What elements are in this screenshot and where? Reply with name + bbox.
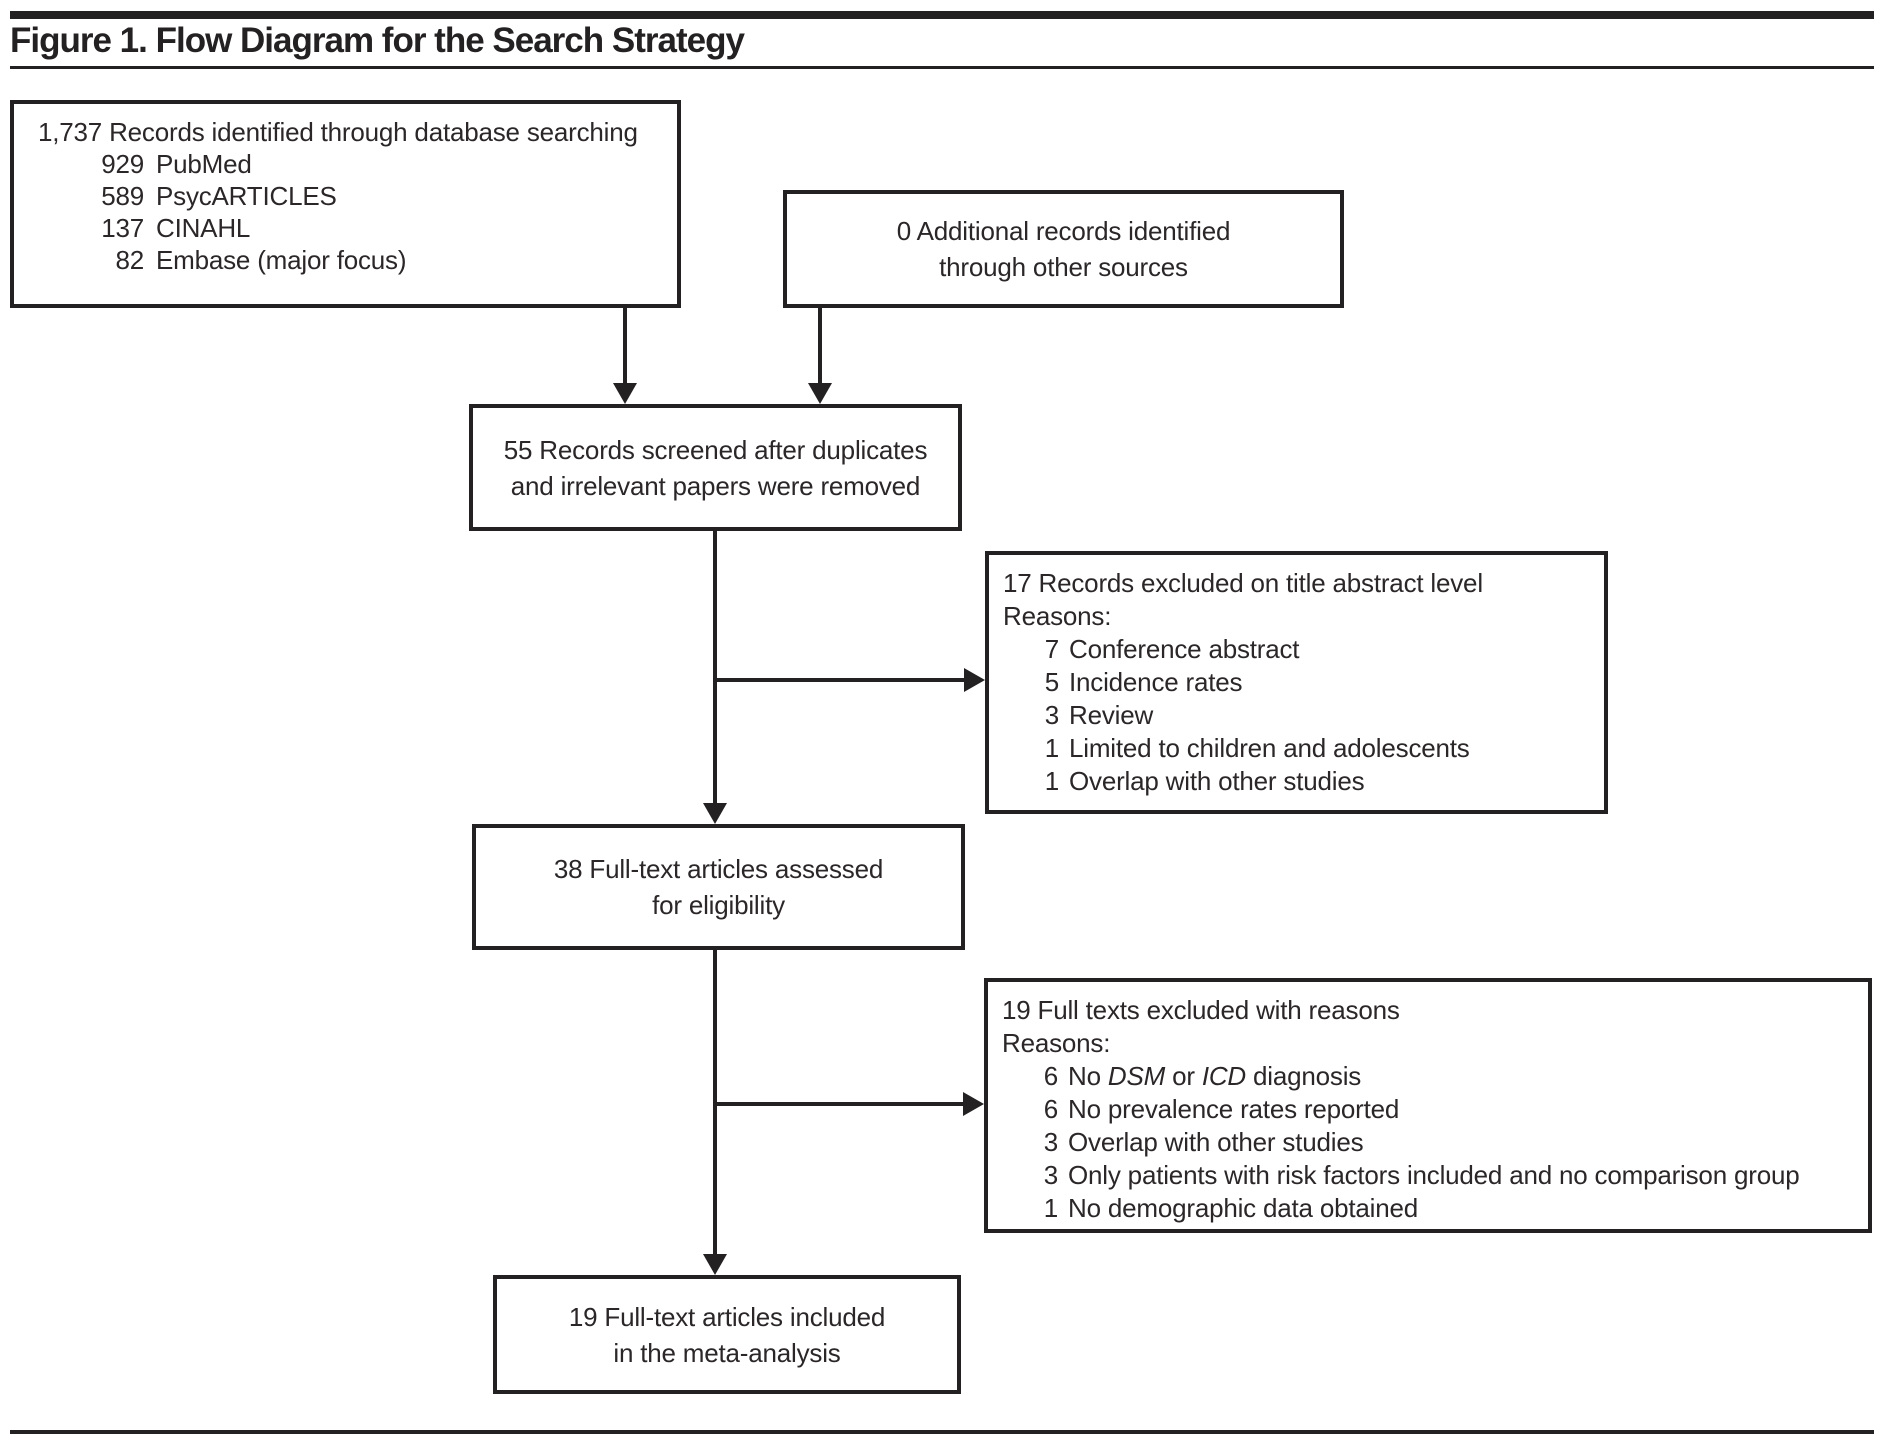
exclusion-reason-row: 3 Review [1003, 699, 1596, 732]
box-excluded-title-abstract: 17 Records excluded on title abstract le… [985, 551, 1608, 814]
arrow-screened-to-assessed [713, 529, 717, 807]
right-arrowhead-icon [964, 668, 985, 692]
records-screened-line1: 55 Records screened after duplicates [503, 434, 928, 465]
source-count: 82 [115, 245, 144, 275]
exclusion-reason-row: 3 Overlap with other studies [1002, 1126, 1860, 1159]
box-fulltext-assessed: 38 Full-text articles assessed for eligi… [472, 824, 965, 950]
reason-label: Overlap with other studies [1068, 1127, 1364, 1157]
down-arrowhead-icon [703, 1254, 727, 1275]
source-label: PsycARTICLES [156, 181, 337, 211]
reason-label: No DSM or ICD diagnosis [1068, 1061, 1362, 1091]
reason-count: 1 [1044, 766, 1059, 796]
source-row: 82 Embase (major focus) [28, 244, 669, 276]
box-included-meta-analysis: 19 Full-text articles included in the me… [493, 1275, 961, 1394]
fulltext-assessed-line1: 38 Full-text articles assessed [553, 854, 884, 884]
exclusion-reason-row: 3 Only patients with risk factors include… [1002, 1159, 1860, 1192]
source-count: 589 [101, 181, 144, 211]
reason-label: Incidence rates [1069, 667, 1243, 697]
exclusion-reason-row: 1 Overlap with other studies [1003, 765, 1596, 798]
title-underline [10, 66, 1874, 69]
source-count: 929 [101, 149, 144, 179]
exclusion-reason-row: 1 No demographic data obtained [1002, 1192, 1860, 1225]
reason-count: 3 [1044, 700, 1059, 730]
box-additional-records: 0 Additional records identified through … [783, 190, 1344, 308]
reason-label: Conference abstract [1069, 634, 1300, 664]
additional-records-line1: 0 Additional records identified [896, 216, 1231, 246]
box-excluded-fulltext: 19 Full texts excluded with reasons Reas… [984, 978, 1872, 1233]
figure-title: Figure 1. Flow Diagram for the Search St… [10, 21, 745, 60]
reason-count: 3 [1043, 1127, 1058, 1157]
excluded-fulltext-headline: 19 Full texts excluded with reasons [1002, 995, 1400, 1025]
reason-count: 5 [1044, 667, 1059, 697]
exclusion-reason-row: 1 Limited to children and adolescents [1003, 732, 1596, 765]
reasons-label: Reasons: [1003, 601, 1112, 631]
reason-count: 6 [1043, 1094, 1058, 1124]
down-arrowhead-icon [808, 383, 832, 404]
fulltext-assessed-line2: for eligibility [652, 890, 785, 920]
source-row: 929 PubMed [28, 148, 669, 180]
reason-count: 3 [1043, 1160, 1058, 1190]
reason-count: 7 [1044, 634, 1059, 664]
source-row: 137 CINAHL [28, 212, 669, 244]
exclusion-reason-row: 7 Conference abstract [1003, 633, 1596, 666]
reason-count: 6 [1043, 1061, 1058, 1091]
bottom-rule [10, 1430, 1874, 1434]
source-count: 137 [101, 213, 144, 243]
arrow-screened-to-excluded [715, 678, 965, 682]
top-rule-bar [10, 11, 1874, 19]
box-records-screened: 55 Records screened after duplicates and… [469, 404, 962, 531]
reason-label: Limited to children and adolescents [1069, 733, 1470, 763]
reason-label: No demographic data obtained [1068, 1193, 1418, 1223]
source-label: CINAHL [156, 213, 251, 243]
source-row: 589 PsycARTICLES [28, 180, 669, 212]
additional-records-line2: through other sources [939, 252, 1188, 282]
box-records-identified: 1,737 Records identified through databas… [10, 100, 681, 308]
down-arrowhead-icon [613, 383, 637, 404]
exclusion-reason-row: 5 Incidence rates [1003, 666, 1596, 699]
arrow-assessed-to-excluded [715, 1102, 963, 1106]
included-line2: in the meta-analysis [613, 1337, 841, 1368]
right-arrowhead-icon [963, 1092, 984, 1116]
reason-label: Overlap with other studies [1069, 766, 1365, 796]
exclusion-reason-row: 6 No DSM or ICD diagnosis [1002, 1060, 1860, 1093]
included-line1: 19 Full-text articles included [568, 1301, 886, 1332]
records-identified-headline: 1,737 Records identified through databas… [38, 117, 638, 147]
reason-label: Review [1069, 700, 1154, 730]
source-label: PubMed [156, 149, 252, 179]
records-screened-line2: and irrelevant papers were removed [510, 470, 921, 501]
reason-label: Only patients with risk factors included… [1068, 1160, 1800, 1190]
reason-count: 1 [1043, 1193, 1058, 1223]
arrow-additional-to-screened [818, 306, 822, 386]
reason-count: 1 [1044, 733, 1059, 763]
exclusion-reason-row: 6 No prevalence rates reported [1002, 1093, 1860, 1126]
reason-label: No prevalence rates reported [1068, 1094, 1400, 1124]
arrow-identified-to-screened [623, 306, 627, 386]
source-label: Embase (major focus) [156, 245, 407, 275]
excluded-title-abstract-headline: 17 Records excluded on title abstract le… [1003, 568, 1483, 598]
reasons-label: Reasons: [1002, 1028, 1111, 1058]
down-arrowhead-icon [703, 803, 727, 824]
